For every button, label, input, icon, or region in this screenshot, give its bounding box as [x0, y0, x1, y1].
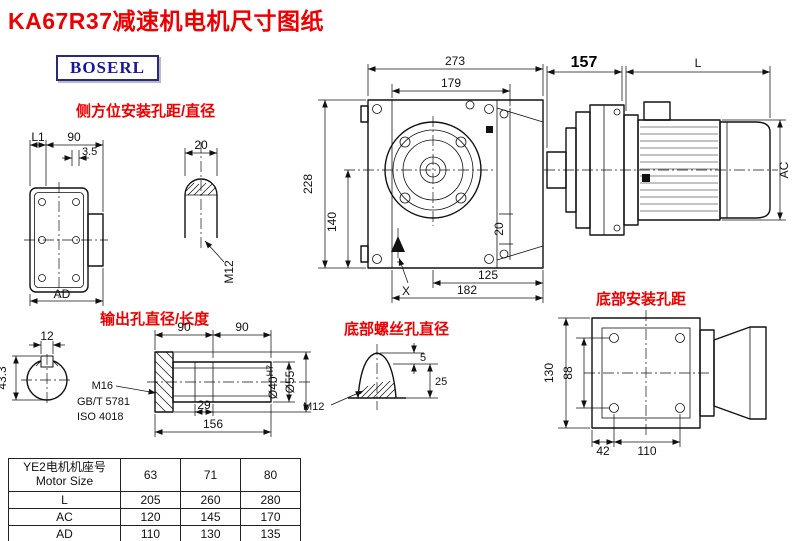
dim-l1: L1	[31, 130, 45, 144]
front-view: X 273 179 228 140 125 182 20	[301, 54, 544, 303]
dim-29: 29	[197, 398, 211, 412]
motor-size-table: YE2电机机座号 Motor Size 63 71 80 L 205 260 2…	[8, 458, 301, 541]
dim-l-motor: L	[695, 56, 702, 70]
table-cell: 110	[120, 524, 181, 541]
dim-20-front: 20	[492, 222, 506, 236]
dim-ad: AD	[54, 287, 71, 301]
dim-90a: 90	[177, 320, 191, 334]
dim-179: 179	[441, 76, 461, 90]
dim-88: 88	[561, 366, 575, 380]
table-cell-size-71: 71	[180, 458, 241, 492]
label-bottom-mount: 底部安装孔距	[596, 290, 686, 308]
dim-m12-port: M12	[222, 260, 236, 284]
side-mount-view: L1 90 3.5 AD	[24, 130, 108, 306]
dim-m12-screw: M12	[303, 401, 324, 413]
bottom-screw-view: M12 5 25	[303, 343, 447, 413]
note-gb: GB/T 5781	[77, 396, 130, 408]
dim-3-5: 3.5	[82, 146, 97, 158]
table-cell: 280	[240, 490, 301, 509]
table-label-L: L	[8, 490, 121, 509]
table-cell-size-63: 63	[120, 458, 181, 492]
dim-182: 182	[457, 283, 477, 297]
dim-5: 5	[420, 352, 426, 364]
table-cell: 135	[240, 524, 301, 541]
note-iso: ISO 4018	[77, 411, 123, 423]
table-cell: 170	[240, 507, 301, 526]
side-port-detail: 20 M12	[184, 138, 236, 284]
table-cell: 130	[180, 524, 241, 541]
motor-side-view: 157 L AC	[544, 54, 791, 236]
table-cell: 260	[180, 490, 241, 509]
table-cell: 205	[120, 490, 181, 509]
table-label-AD: AD	[8, 524, 121, 541]
bottom-mount-view: 130 88 42 110	[542, 310, 767, 458]
dim-110: 110	[637, 444, 656, 458]
table-cell: 120	[120, 507, 181, 526]
page-title: KA67R37减速机电机尺寸图纸	[8, 8, 324, 34]
table-row-AC: AC 120 145 170	[8, 507, 301, 526]
section-labels: 侧方位安装孔距/直径 输出孔直径/长度 底部螺丝孔直径 底部安装孔距	[76, 102, 686, 338]
boserl-logo: BOSERL	[56, 55, 159, 81]
dim-d40: Ø40H7	[265, 365, 280, 399]
label-side-mount: 侧方位安装孔距/直径	[76, 102, 215, 120]
table-header-motor-size: YE2电机机座号 Motor Size	[8, 458, 121, 492]
dim-156: 156	[203, 417, 223, 431]
dim-d55: Ø55	[283, 370, 297, 393]
dim-25: 25	[435, 376, 447, 388]
table-cell-size-80: 80	[240, 458, 301, 492]
table-cell: 145	[180, 507, 241, 526]
dim-130: 130	[542, 363, 556, 383]
dim-273: 273	[445, 54, 465, 68]
dim-m16: M16	[92, 380, 113, 392]
table-row-AD: AD 110 130 135	[8, 524, 301, 541]
dim-157: 157	[571, 54, 598, 71]
table-header-line1: YE2电机机座号	[23, 460, 106, 474]
dim-x: X	[402, 284, 410, 298]
dim-12: 12	[40, 329, 54, 343]
table-label-AC: AC	[8, 507, 121, 526]
table-row-L: L 205 260 280	[8, 490, 301, 509]
dim-ac: AC	[777, 161, 791, 178]
dim-125: 125	[478, 268, 498, 282]
output-shaft-view: 12 43.3 90 90 M16 GB/T 5781 ISO 4018 2	[0, 320, 312, 437]
dim-228: 228	[301, 174, 315, 194]
dim-90-side: 90	[67, 130, 81, 144]
table-row-header: YE2电机机座号 Motor Size 63 71 80	[8, 458, 301, 492]
label-output-hole: 输出孔直径/长度	[100, 310, 210, 328]
boserl-logo-text: BOSERL	[70, 58, 145, 77]
dim-90b: 90	[235, 320, 249, 334]
label-bottom-screw: 底部螺丝孔直径	[344, 320, 449, 338]
dim-43-3: 43.3	[0, 366, 9, 390]
table-header-line2: Motor Size	[35, 473, 94, 488]
dim-140: 140	[325, 212, 339, 232]
dim-42: 42	[596, 444, 610, 458]
